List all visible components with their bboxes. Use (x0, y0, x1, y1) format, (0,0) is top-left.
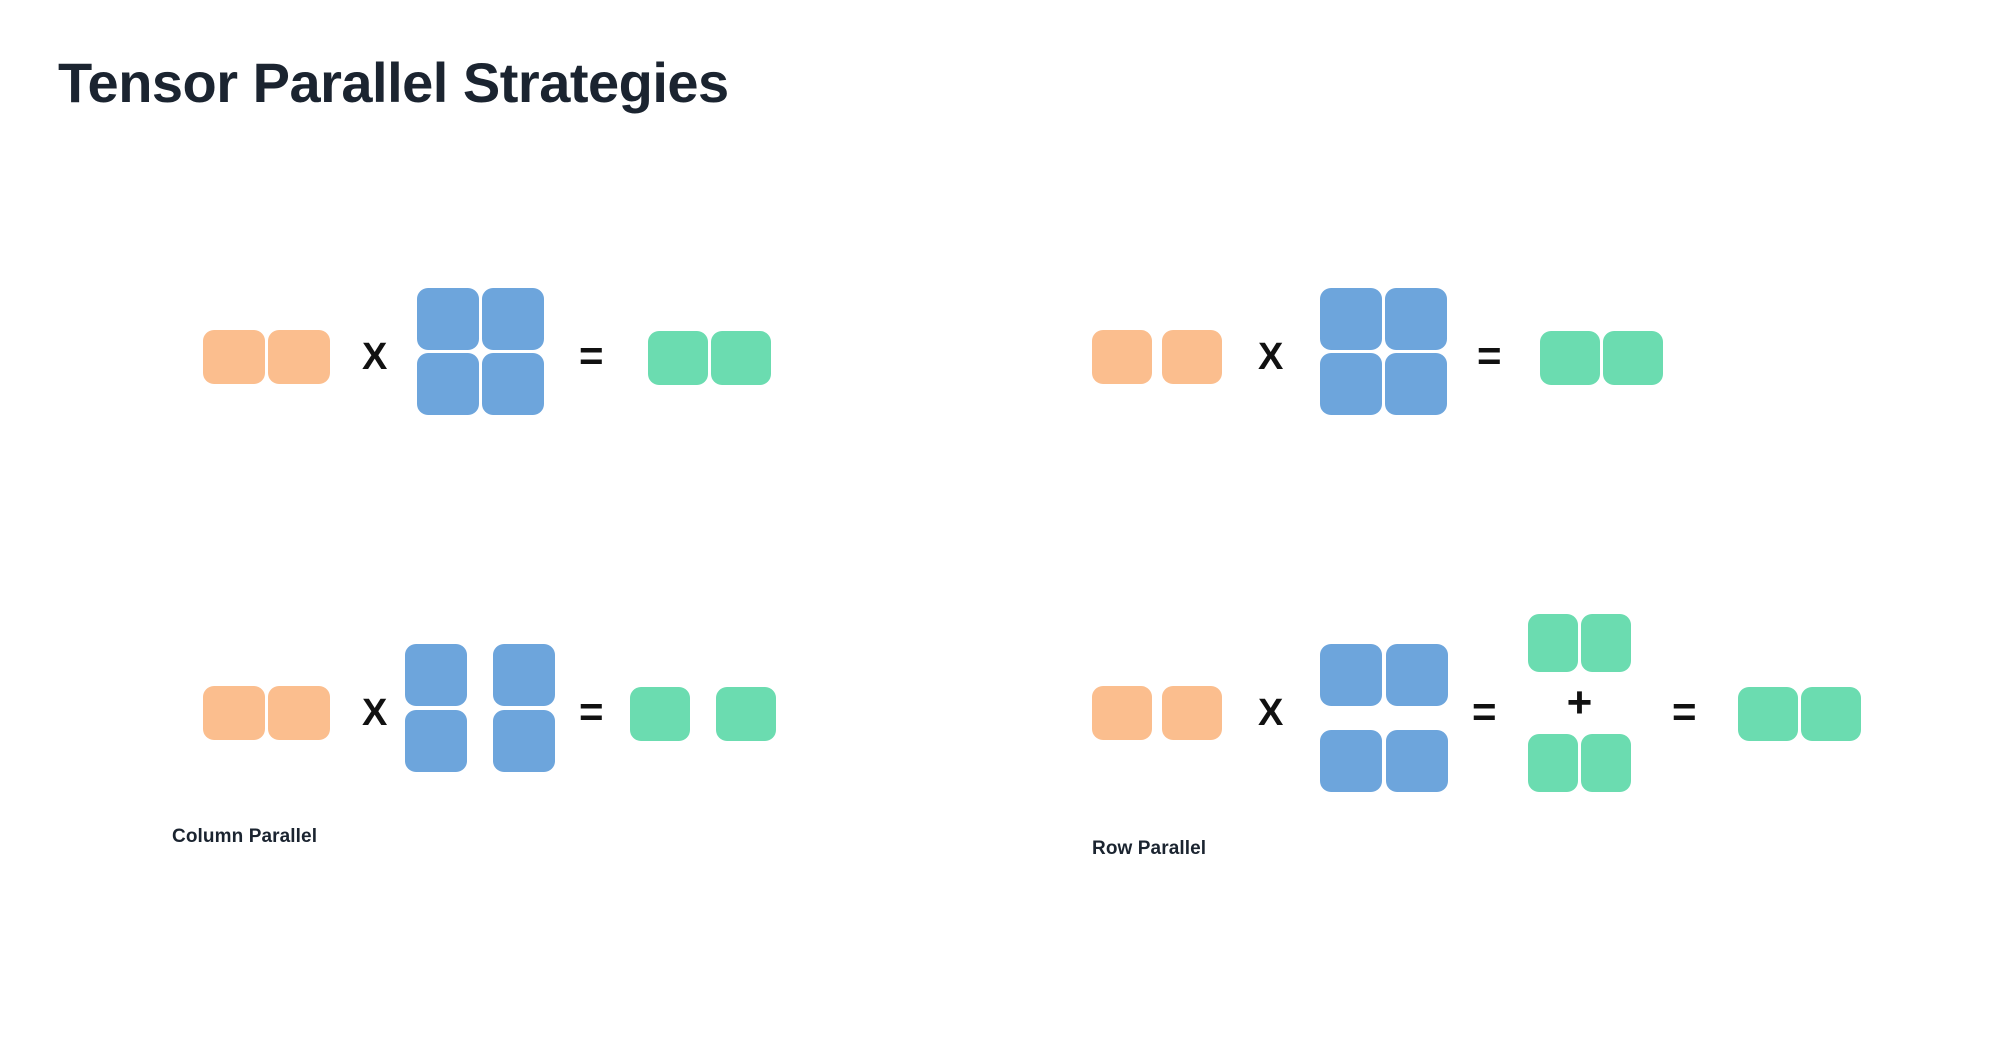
equals-icon: = (579, 332, 604, 379)
weight-block (1320, 644, 1382, 706)
weight-block (405, 644, 467, 706)
top-right-multiply-operator: X (1258, 338, 1292, 376)
partial-output-shard (1528, 734, 1631, 792)
weight-row-shard (1320, 644, 1448, 706)
output-block (1738, 687, 1798, 741)
partial-output-shard (1528, 614, 1631, 672)
column-parallel-input-matrix (203, 686, 330, 740)
equals-icon: = (579, 688, 604, 735)
column-parallel-multiply-operator: X (362, 694, 396, 732)
output-block (716, 687, 776, 741)
multiply-icon: X (1258, 692, 1284, 734)
weight-column-shard (405, 644, 467, 772)
top-left-multiply-operator: X (362, 338, 396, 376)
caption-column-parallel: Column Parallel (172, 826, 318, 847)
input-block (203, 686, 265, 740)
partial-block (1528, 614, 1578, 672)
input-block (203, 330, 265, 384)
weight-block (1385, 353, 1447, 415)
equals-icon: = (1477, 332, 1502, 379)
partial-block (1581, 614, 1631, 672)
weight-block (417, 353, 479, 415)
partial-block (1581, 734, 1631, 792)
weight-block (1385, 288, 1447, 350)
partial-block (1528, 734, 1578, 792)
weight-block (1386, 644, 1448, 706)
column-parallel-equals-operator: = (579, 691, 617, 733)
weight-block (1386, 730, 1448, 792)
top-right-equals-operator: = (1477, 335, 1515, 377)
weight-column-shard (493, 644, 555, 772)
weight-row-shard (1320, 730, 1448, 792)
caption-row-parallel: Row Parallel (1092, 838, 1207, 859)
top-left-input-matrix (203, 330, 330, 384)
top-right-weight-matrix (1320, 288, 1447, 415)
weight-block (482, 353, 544, 415)
multiply-icon: X (362, 336, 388, 378)
column-parallel-weight-matrix (405, 644, 555, 772)
column-parallel-output-matrix (630, 687, 776, 741)
weight-block (417, 288, 479, 350)
top-left-output-matrix (648, 331, 771, 385)
input-block (268, 330, 330, 384)
top-left-equals-operator: = (579, 335, 617, 377)
output-block (1540, 331, 1600, 385)
output-block (630, 687, 690, 741)
top-right-input-matrix (1092, 330, 1222, 384)
output-block (1801, 687, 1861, 741)
row-parallel-partial-sums: + (1528, 614, 1631, 792)
input-block (1162, 330, 1222, 384)
top-right-output-matrix (1540, 331, 1663, 385)
output-block (711, 331, 771, 385)
output-block (648, 331, 708, 385)
row-parallel-output-matrix (1738, 687, 1861, 741)
row-parallel-multiply-operator: X (1258, 694, 1292, 732)
weight-block (405, 710, 467, 772)
row-parallel-input-matrix (1092, 686, 1222, 740)
weight-block (493, 644, 555, 706)
equals-icon: = (1672, 688, 1697, 735)
row-parallel-equals-operator-1: = (1472, 691, 1510, 733)
top-left-weight-matrix (417, 288, 544, 415)
weight-block (1320, 288, 1382, 350)
weight-block (1320, 353, 1382, 415)
row-parallel-plus-operator: + (1567, 672, 1593, 734)
plus-icon: + (1566, 678, 1593, 727)
row-parallel-equals-operator-2: = (1672, 691, 1710, 733)
weight-block (493, 710, 555, 772)
equals-icon: = (1472, 688, 1497, 735)
multiply-icon: X (1258, 336, 1284, 378)
multiply-icon: X (362, 692, 388, 734)
input-block (1092, 686, 1152, 740)
input-block (1162, 686, 1222, 740)
output-block (1603, 331, 1663, 385)
input-block (268, 686, 330, 740)
weight-block (482, 288, 544, 350)
input-block (1092, 330, 1152, 384)
weight-block (1320, 730, 1382, 792)
page-title: Tensor Parallel Strategies (58, 51, 729, 114)
row-parallel-weight-matrix (1320, 644, 1448, 792)
